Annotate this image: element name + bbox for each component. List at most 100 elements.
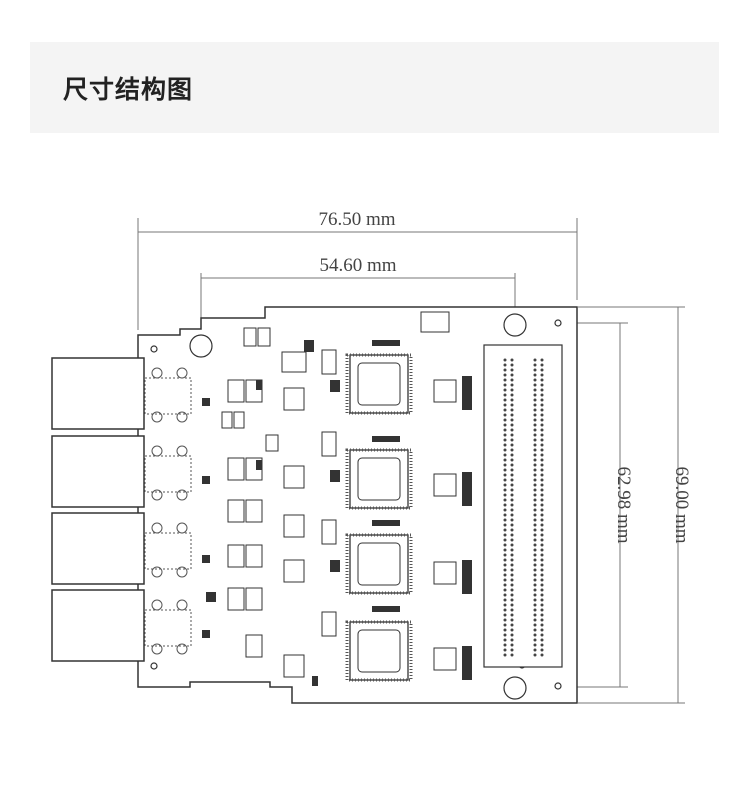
- connector-pin: [510, 403, 514, 407]
- connector-pin: [533, 513, 537, 517]
- connector-pin: [503, 548, 507, 552]
- connector-pin: [533, 453, 537, 457]
- connector-pin: [503, 358, 507, 362]
- connector-pin: [510, 423, 514, 427]
- connector-pin: [540, 623, 544, 627]
- connector-pin: [533, 543, 537, 547]
- connector-pin: [503, 608, 507, 612]
- connector-pin: [540, 508, 544, 512]
- connector-pin: [510, 473, 514, 477]
- connector-pin: [503, 483, 507, 487]
- connector-pin: [503, 553, 507, 557]
- connector-pin: [540, 648, 544, 652]
- connector-pin: [533, 593, 537, 597]
- connector-pin: [503, 398, 507, 402]
- connector-pin: [540, 423, 544, 427]
- connector-pin: [540, 458, 544, 462]
- connector-pin: [510, 513, 514, 517]
- connector-pin: [503, 533, 507, 537]
- connector-pin: [533, 608, 537, 612]
- connector-pin: [533, 503, 537, 507]
- connector-pin: [510, 578, 514, 582]
- connector-pin: [540, 633, 544, 637]
- connector-pin: [540, 428, 544, 432]
- connector-pin: [510, 548, 514, 552]
- small-ics: [420, 311, 457, 671]
- connector-pin: [533, 583, 537, 587]
- connector-pin: [533, 373, 537, 377]
- board-connector: [483, 344, 563, 668]
- connector-pin: [510, 428, 514, 432]
- connector-pin: [540, 593, 544, 597]
- connector-pin: [510, 498, 514, 502]
- connector-pin: [510, 468, 514, 472]
- connector-pin: [540, 538, 544, 542]
- connector-pin: [503, 428, 507, 432]
- connector-pin: [533, 648, 537, 652]
- connector-pin: [503, 598, 507, 602]
- connector-pin: [540, 548, 544, 552]
- connector-pin: [533, 613, 537, 617]
- connector-pin: [533, 538, 537, 542]
- connector-pin: [503, 578, 507, 582]
- connector-pin: [510, 438, 514, 442]
- connector-pin: [533, 383, 537, 387]
- connector-pin: [533, 548, 537, 552]
- page-title: 尺寸结构图: [63, 75, 194, 104]
- connector-pin: [533, 568, 537, 572]
- connector-pin: [510, 623, 514, 627]
- connector-pin: [533, 528, 537, 532]
- connector-pin: [510, 368, 514, 372]
- mounting-holes: [150, 313, 562, 700]
- connector-pin: [533, 458, 537, 462]
- section-header: 尺寸结构图: [30, 42, 719, 133]
- connector-pin: [540, 408, 544, 412]
- connector-pin: [503, 408, 507, 412]
- connector-pin: [510, 458, 514, 462]
- connector-pin: [533, 623, 537, 627]
- connector-pin: [533, 508, 537, 512]
- connector-pin: [533, 478, 537, 482]
- connector-pin: [540, 618, 544, 622]
- connector-pin: [510, 558, 514, 562]
- connector-pin: [540, 613, 544, 617]
- connector-pin: [510, 583, 514, 587]
- connector-pin: [510, 533, 514, 537]
- connector-pin: [533, 368, 537, 372]
- connector-pin: [510, 648, 514, 652]
- connector-pin: [540, 563, 544, 567]
- connector-pin: [540, 628, 544, 632]
- connector-pin: [540, 523, 544, 527]
- connector-pin: [503, 438, 507, 442]
- connector-pin: [540, 653, 544, 657]
- connector-pin: [503, 413, 507, 417]
- connector-pin: [510, 433, 514, 437]
- connector-pin: [510, 383, 514, 387]
- connector-pin: [540, 588, 544, 592]
- connector-pin: [533, 433, 537, 437]
- connector-pin: [540, 448, 544, 452]
- connector-pin: [540, 608, 544, 612]
- connector-pin: [540, 468, 544, 472]
- connector-pin: [510, 493, 514, 497]
- connector-pin: [540, 578, 544, 582]
- connector-pin: [510, 363, 514, 367]
- connector-pin: [540, 573, 544, 577]
- connector-pin: [533, 643, 537, 647]
- connector-pin: [510, 588, 514, 592]
- connector-pin: [533, 393, 537, 397]
- connector-pin: [540, 453, 544, 457]
- connector-pin: [503, 393, 507, 397]
- connector-pin: [533, 473, 537, 477]
- connector-pin: [533, 413, 537, 417]
- connector-pin: [540, 513, 544, 517]
- connector-pin: [540, 583, 544, 587]
- connector-pin: [540, 378, 544, 382]
- connector-pin: [510, 418, 514, 422]
- connector-pin: [510, 358, 514, 362]
- connector-pin: [533, 408, 537, 412]
- connector-pin: [503, 518, 507, 522]
- connector-pin: [510, 563, 514, 567]
- connector-pin: [533, 468, 537, 472]
- connector-pin: [540, 543, 544, 547]
